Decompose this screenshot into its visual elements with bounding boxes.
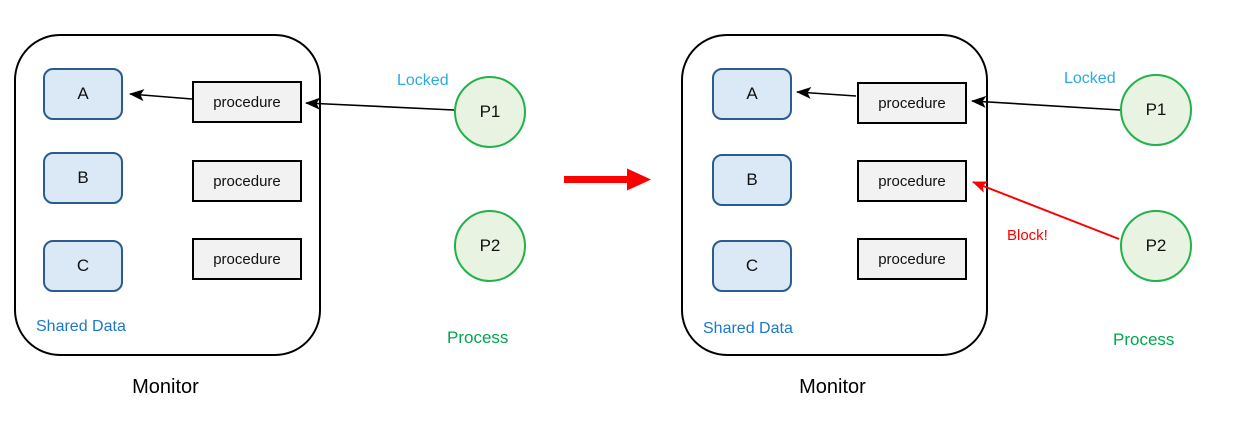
transition-arrow — [564, 168, 651, 191]
monitor-label-left: Monitor — [132, 376, 199, 398]
shared-data-box-b-right: B — [712, 154, 792, 206]
locked-label-left: Locked — [397, 72, 449, 89]
block-label-right: Block! — [1007, 227, 1048, 244]
shared-data-label-right: Shared Data — [703, 320, 793, 337]
procedure-box-1-right: procedure — [857, 82, 967, 124]
procedure-box-2-right: procedure — [857, 160, 967, 202]
procedure-box-1-left: procedure — [192, 81, 302, 123]
shared-data-box-b-left: B — [43, 152, 123, 204]
shared-data-label-left: Shared Data — [36, 318, 126, 335]
monitor-label-right: Monitor — [799, 376, 866, 398]
process-circle-p1-left: P1 — [454, 76, 526, 148]
procedure-box-3-right: procedure — [857, 238, 967, 280]
arrow-p1-to-proc1-left — [305, 97, 455, 111]
shared-data-box-c-right: C — [712, 240, 792, 292]
shared-data-box-c-left: C — [43, 240, 123, 292]
arrow-p1-to-proc1-right — [971, 95, 1121, 111]
process-group-label-right: Process — [1113, 330, 1175, 349]
locked-label-right: Locked — [1064, 70, 1116, 87]
shared-data-box-a-left: A — [43, 68, 123, 120]
shared-data-box-a-right: A — [712, 68, 792, 120]
process-circle-p2-left: P2 — [454, 210, 526, 282]
process-circle-p1-right: P1 — [1120, 74, 1192, 146]
procedure-box-2-left: procedure — [192, 160, 302, 202]
process-circle-p2-right: P2 — [1120, 210, 1192, 282]
process-group-label-left: Process — [447, 328, 509, 347]
procedure-box-3-left: procedure — [192, 238, 302, 280]
